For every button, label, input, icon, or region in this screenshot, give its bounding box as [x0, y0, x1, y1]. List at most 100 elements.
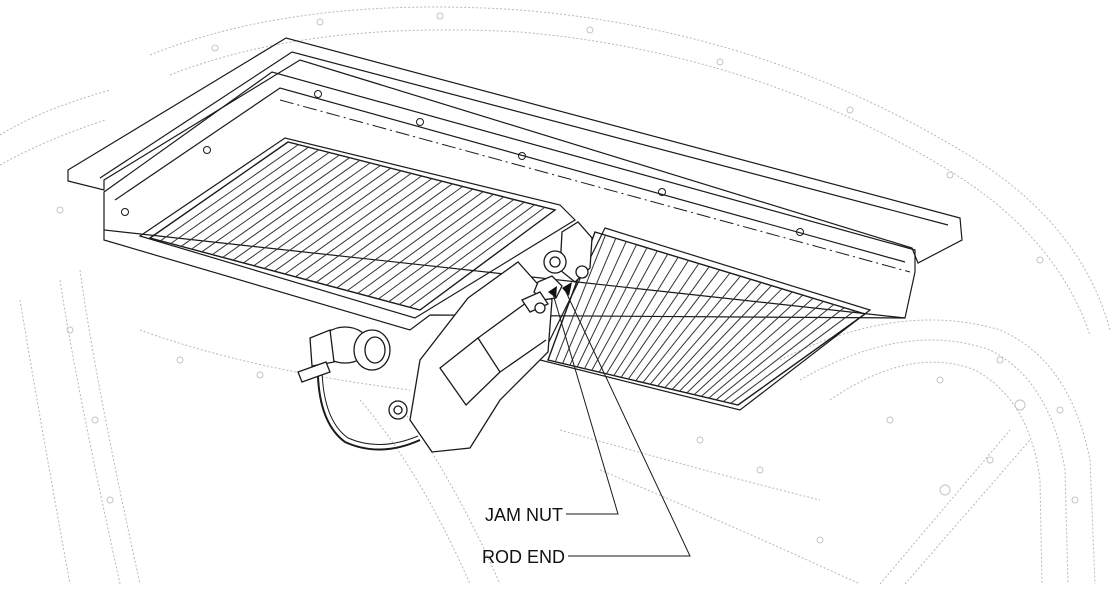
hatch-line [715, 304, 835, 401]
hatch-line [222, 159, 361, 258]
hatch-line [576, 244, 637, 368]
hatch-line [730, 310, 855, 404]
label-rod-end: ROD END [482, 547, 565, 567]
left-panel-outline [148, 141, 557, 311]
rivet [986, 456, 994, 464]
rivet [211, 44, 219, 52]
hatch-line [326, 186, 463, 286]
rivet [886, 416, 894, 424]
hatch-line [347, 191, 484, 292]
right-arch-outer [779, 319, 1096, 585]
rivet [756, 466, 764, 474]
rod-end-eye-bore [549, 256, 561, 268]
hatch-line [693, 294, 804, 395]
hatch-line [686, 291, 793, 394]
hatch-line [357, 193, 494, 294]
hatch-line [627, 266, 710, 380]
rivet [106, 496, 114, 504]
hatch-line [315, 183, 453, 283]
lower-skin-right [599, 469, 861, 585]
right-arch-web [829, 361, 1043, 585]
left-bulkhead [59, 269, 141, 585]
hatch-line [657, 278, 752, 387]
rivet [936, 376, 944, 384]
background-structure [0, 6, 1111, 585]
rivet [946, 171, 954, 179]
hatch-line [409, 206, 545, 308]
hatch-line [723, 307, 845, 402]
rivet [586, 26, 594, 34]
hatch-line [212, 157, 350, 256]
hatch-line [388, 201, 525, 303]
electrical-cable-inner [321, 354, 419, 446]
callout-arrow-rod-end [562, 282, 572, 296]
callout-labels: JAM NUT ROD END [482, 505, 565, 567]
cable-clamp [297, 361, 331, 383]
rivet [91, 416, 99, 424]
hatch-line [635, 269, 720, 382]
right-panel-outline [547, 231, 867, 406]
hatch-line [295, 178, 433, 278]
connector-assembly [297, 326, 421, 451]
canopy-frame-inner [169, 29, 1091, 336]
hatch-line [708, 301, 824, 399]
callout-leaders [552, 291, 691, 557]
electrical-cable [316, 354, 421, 451]
hatch-line [569, 241, 627, 366]
actuator-housing [409, 261, 553, 453]
tray-assembly [67, 37, 963, 411]
hatch-line [180, 149, 320, 247]
hatch-line [243, 165, 381, 264]
mounting-flange-inner [99, 51, 949, 226]
rivet [996, 356, 1004, 364]
tray-top [138, 137, 576, 319]
hatch-line [620, 263, 700, 378]
actuator-housing-face [439, 299, 547, 406]
hatch-line [336, 188, 474, 289]
right-diagonal [879, 429, 1031, 585]
rivet [1056, 406, 1064, 414]
hatch-line [613, 260, 689, 376]
hatch-line [201, 154, 340, 253]
label-jam-nut: JAM NUT [485, 505, 563, 525]
lower-skin-mid [559, 429, 821, 501]
hatch-line [642, 272, 731, 383]
rivet [816, 536, 824, 544]
rivet [796, 228, 804, 236]
hatch-line [649, 275, 741, 385]
right-panel-hatching [554, 235, 855, 404]
tray-centerline [279, 99, 911, 273]
rivet [56, 206, 64, 214]
mounting-bolt [534, 302, 546, 314]
rivet [416, 118, 424, 126]
hatch-line [274, 172, 412, 272]
hatch-line [284, 175, 422, 275]
hatch-line [160, 144, 299, 242]
mounting-flange [67, 37, 963, 264]
hatch-line [191, 152, 330, 250]
callout-arrow-jam-nut [548, 286, 557, 298]
right-hatched-panel [547, 231, 867, 406]
leader-rod-end [565, 291, 691, 557]
hatch-line [253, 167, 391, 267]
right-arch-inner [799, 339, 1069, 585]
tray-wall [103, 230, 906, 331]
tray-rivets [121, 90, 804, 236]
hatch-line [591, 250, 658, 371]
left-frame [0, 89, 111, 166]
center-duct [359, 399, 501, 585]
left-rib [19, 299, 71, 585]
hatch-line [584, 247, 648, 369]
hatch-line [305, 180, 443, 280]
hatch-line [701, 297, 814, 397]
left-panel-hatching [160, 144, 545, 308]
rivet [939, 484, 951, 496]
rivet [1071, 496, 1079, 504]
connector-backshell [309, 329, 335, 367]
hatch-line [664, 282, 762, 389]
hatch-line [232, 162, 371, 261]
hatch-line [367, 196, 504, 297]
mounting-bolt [575, 265, 589, 279]
connector-face [364, 336, 386, 364]
rivet [436, 12, 444, 20]
